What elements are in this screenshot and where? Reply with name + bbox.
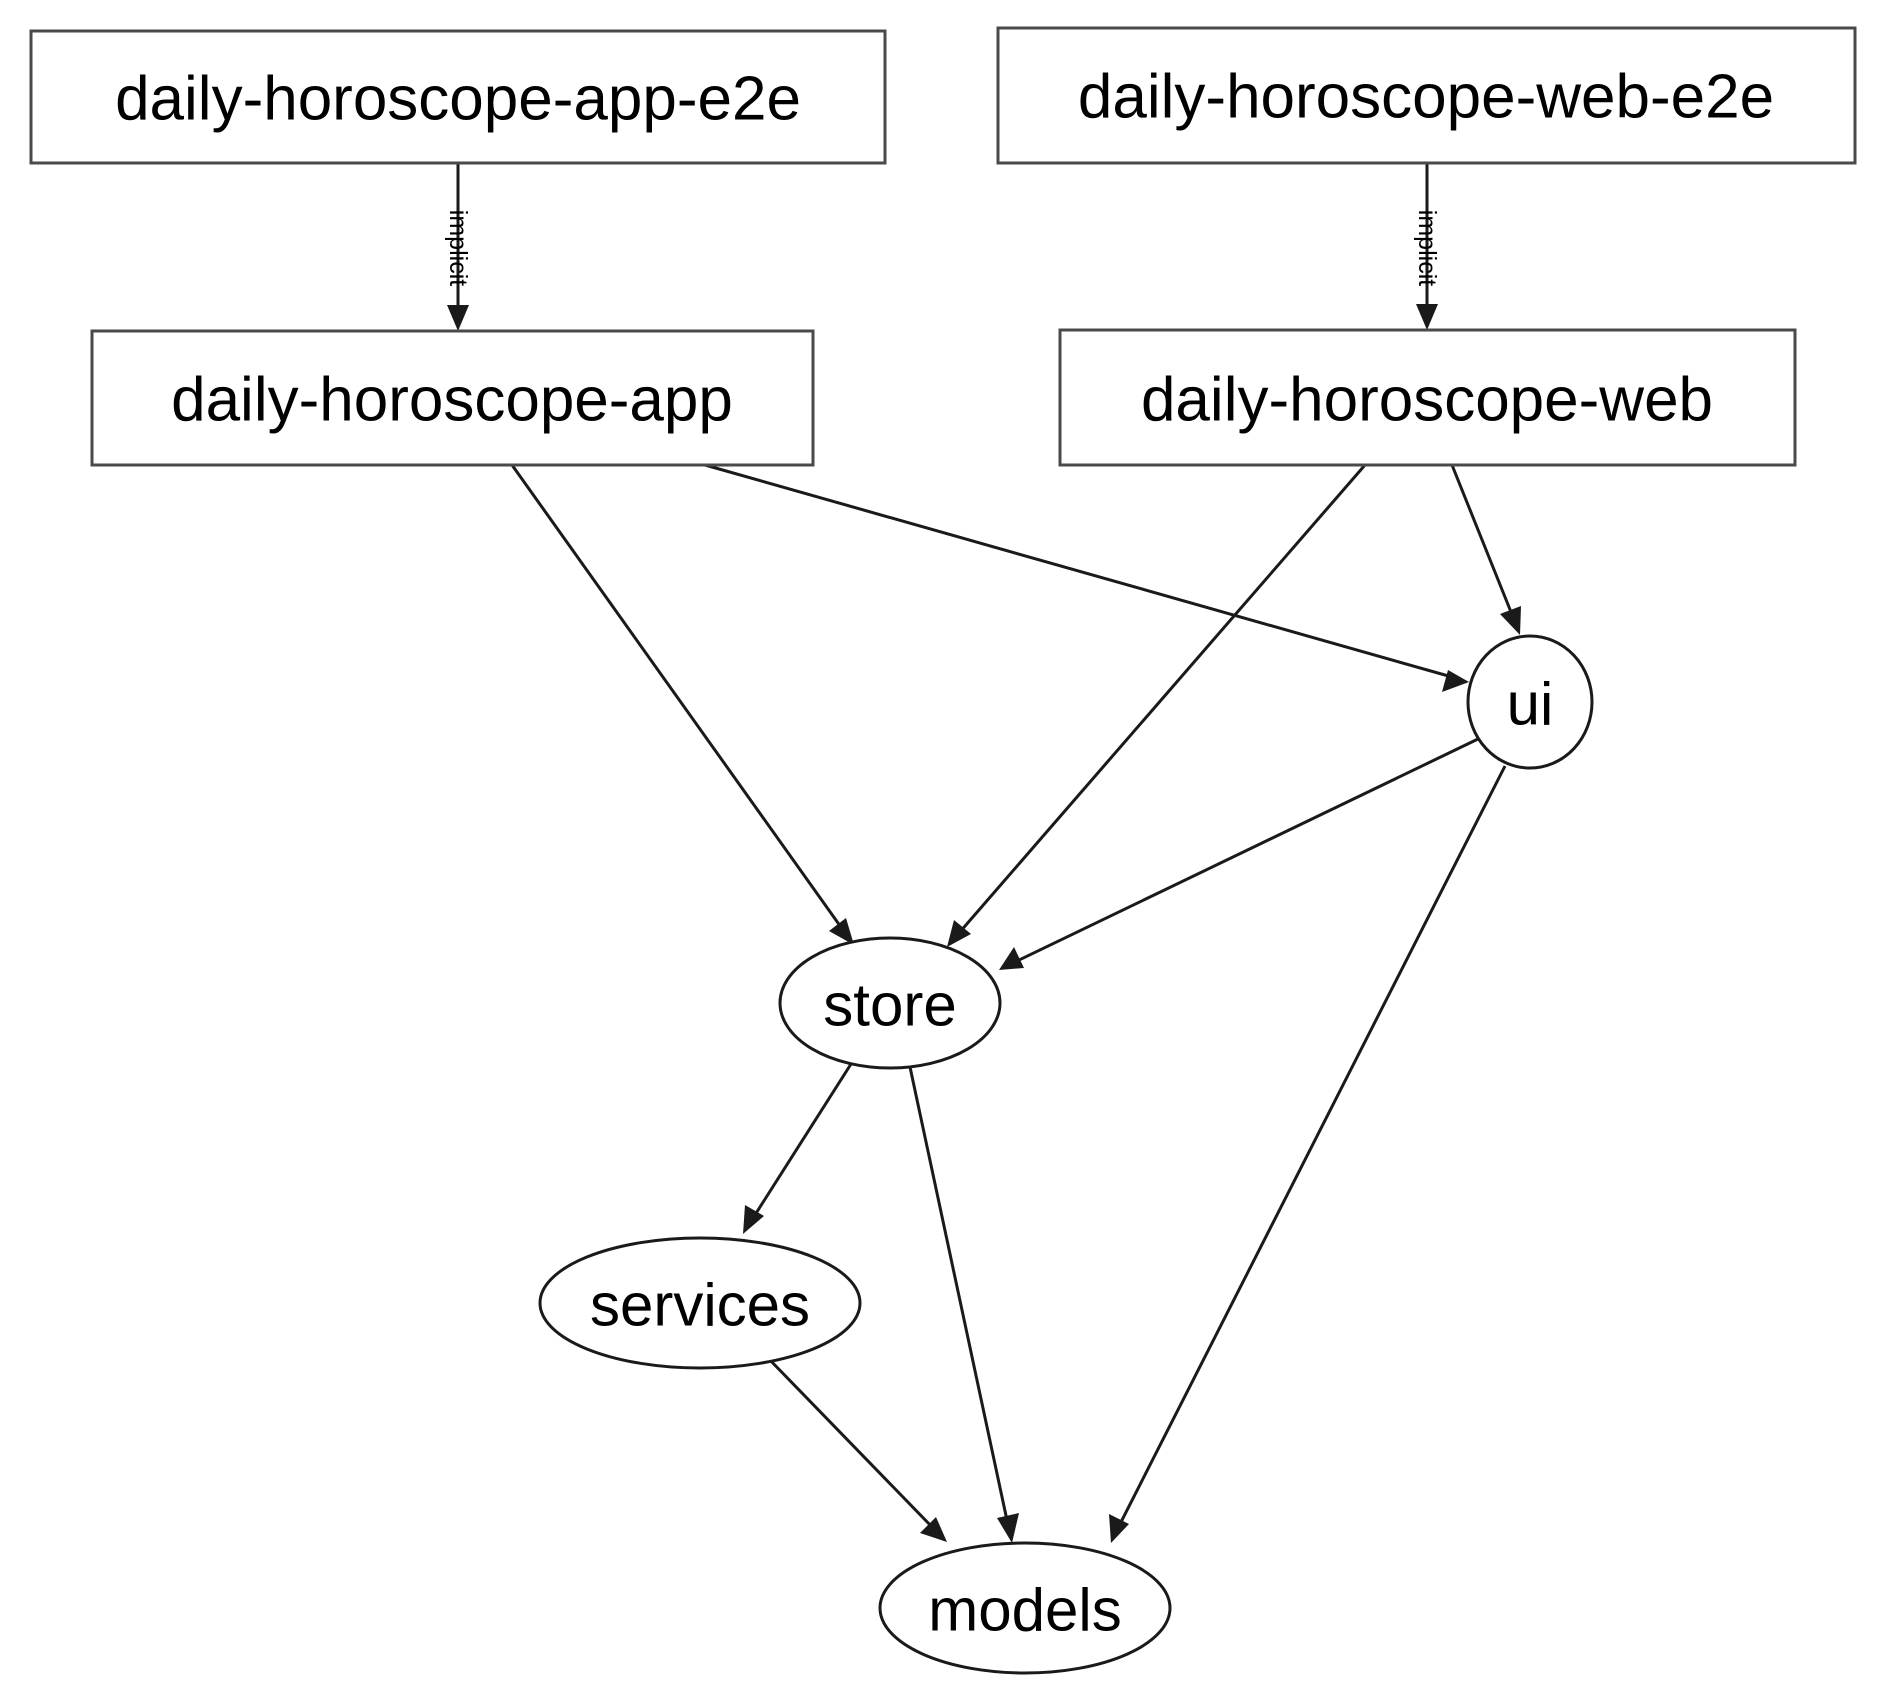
arrowhead-icon — [1416, 304, 1438, 330]
node-label: models — [928, 1577, 1121, 1644]
edge-line — [908, 1066, 1010, 1526]
edge-line — [957, 464, 1367, 934]
node-shape-ellipse — [1466, 634, 1594, 770]
edge-web-e2e-to-web[interactable] — [1416, 163, 1438, 330]
edge-web-to-store[interactable] — [947, 464, 1367, 947]
node-label: daily-horoscope-app-e2e — [115, 65, 801, 134]
node-models[interactable]: models — [878, 1541, 1172, 1675]
node-label: daily-horoscope-web — [1141, 366, 1713, 435]
edge-line — [751, 1063, 853, 1219]
edge-line — [1450, 464, 1515, 618]
node-daily-horoscope-web-e2e[interactable]: daily-horoscope-web-e2e — [996, 26, 1857, 165]
node-store[interactable]: store — [778, 936, 1002, 1070]
node-daily-horoscope-web[interactable]: daily-horoscope-web — [1058, 328, 1797, 467]
edge-store-to-services[interactable] — [743, 1063, 853, 1234]
node-shape-ellipse — [538, 1236, 862, 1370]
node-label: daily-horoscope-web-e2e — [1078, 63, 1774, 132]
arrowhead-icon — [829, 918, 854, 945]
arrowhead-icon — [743, 1205, 764, 1234]
edge-app-to-store[interactable] — [510, 464, 854, 945]
arrowhead-icon — [999, 947, 1024, 970]
edge-line — [704, 463, 1453, 679]
edge-line — [1014, 737, 1479, 964]
arrowhead-icon — [947, 920, 971, 947]
edge-layer — [447, 163, 1521, 1543]
edge-line — [766, 1356, 936, 1531]
node-daily-horoscope-app-e2e[interactable]: daily-horoscope-app-e2e — [29, 29, 887, 165]
edge-store-to-models[interactable] — [908, 1066, 1019, 1543]
node-shape-rect — [90, 329, 815, 467]
arrowhead-icon — [1109, 1514, 1129, 1543]
edge-app-e2e-to-app[interactable] — [447, 163, 469, 331]
arrowhead-icon — [1500, 606, 1521, 635]
node-services[interactable]: services — [538, 1236, 862, 1370]
edge-line — [1117, 765, 1507, 1527]
node-label: store — [823, 972, 956, 1039]
edge-label-layer: implicit implicit — [444, 210, 1441, 286]
node-shape-rect — [29, 29, 887, 165]
node-layer: daily-horoscope-app-e2e daily-horoscope-… — [29, 26, 1857, 1675]
arrowhead-icon — [447, 305, 469, 331]
node-shape-rect — [996, 26, 1857, 165]
edge-ui-to-store[interactable] — [999, 737, 1479, 970]
node-label: daily-horoscope-app — [171, 366, 733, 435]
node-shape-ellipse — [878, 1541, 1172, 1675]
node-label: services — [590, 1272, 810, 1339]
edge-app-to-ui[interactable] — [704, 463, 1469, 692]
edge-services-to-models[interactable] — [766, 1356, 947, 1542]
arrowhead-icon — [920, 1517, 947, 1542]
node-shape-ellipse — [778, 936, 1002, 1070]
arrowhead-icon — [997, 1513, 1019, 1543]
edge-label-app-implicit: implicit — [444, 210, 472, 286]
edge-ui-to-models[interactable] — [1109, 765, 1507, 1543]
arrowhead-icon — [1442, 670, 1469, 692]
edge-line — [510, 464, 845, 931]
node-ui[interactable]: ui — [1466, 634, 1594, 770]
node-shape-rect — [1058, 328, 1797, 467]
edge-label-web-implicit: implicit — [1413, 210, 1441, 286]
edge-web-to-ui[interactable] — [1450, 464, 1521, 635]
node-daily-horoscope-app[interactable]: daily-horoscope-app — [90, 329, 815, 467]
node-label: ui — [1507, 671, 1554, 738]
